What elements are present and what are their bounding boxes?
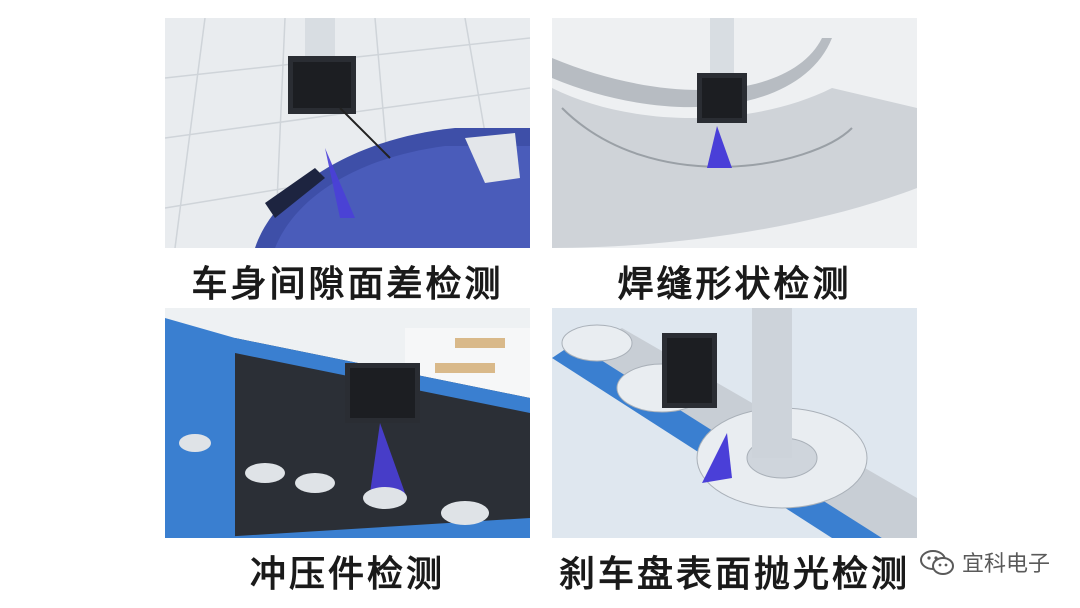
stamped-part-illustration [165,308,530,538]
caption-weld-seam: 焊缝形状检测 [617,264,852,305]
car-body-illustration [165,18,530,248]
caption-brake-disc: 刹车盘表面抛光检测 [558,554,910,595]
weld-seam-illustration [552,18,917,248]
caption-car-body: 车身间隙面差检测 [191,264,504,305]
caption-stamped-part: 冲压件检测 [249,554,445,595]
watermark: 宜科电子 [919,546,1050,578]
brake-disc-illustration [552,308,917,538]
wechat-icon [919,550,954,575]
watermark-text: 宜科电子 [961,552,1050,577]
